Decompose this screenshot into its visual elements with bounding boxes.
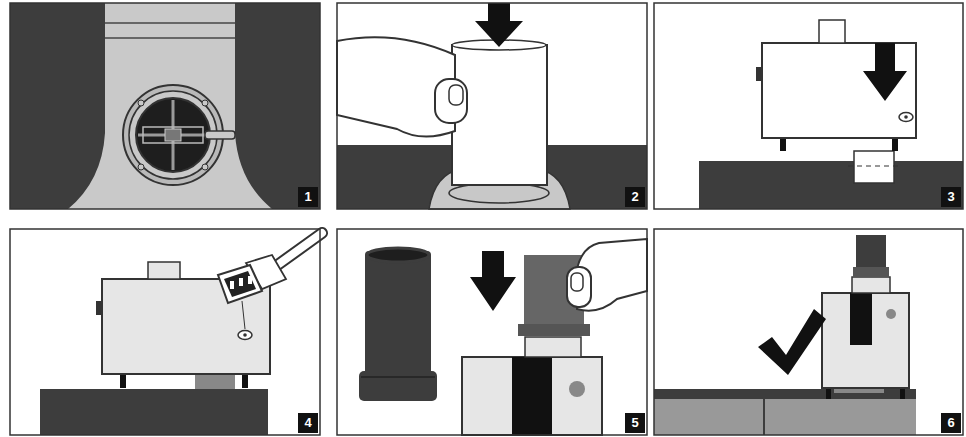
callout-number: 6 [941,413,961,433]
callout-number: 4 [298,413,318,433]
callout-number: 5 [625,413,645,433]
callout-number: 2 [625,187,645,207]
callout-number: 3 [941,187,961,207]
panel-6 [654,229,963,435]
panel-2 [337,3,647,209]
panel-1 [10,3,320,209]
panel-4 [10,229,322,435]
callout-number: 1 [298,187,318,207]
panel-5 [337,229,647,435]
panel-3 [654,3,963,209]
